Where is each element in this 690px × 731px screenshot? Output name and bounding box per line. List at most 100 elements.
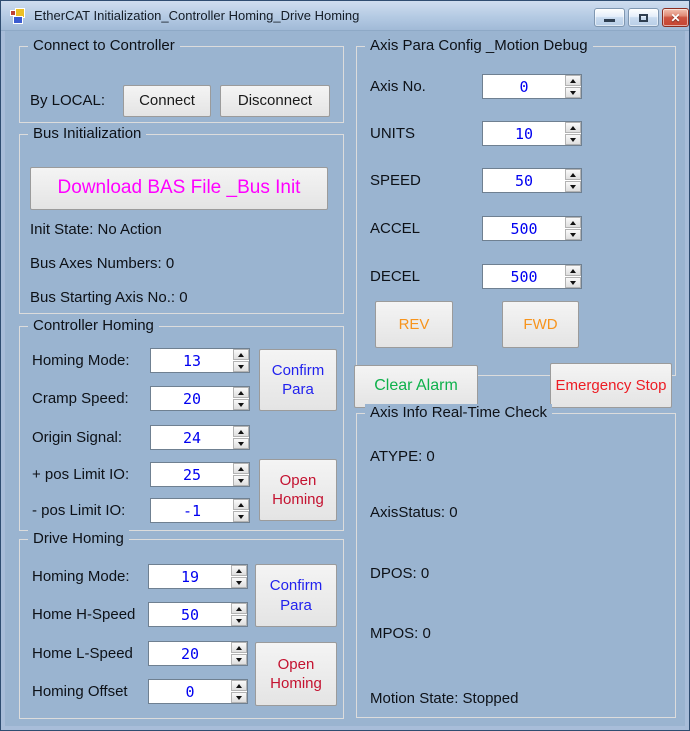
download-bas-button[interactable]: Download BAS File _Bus Init (30, 167, 328, 210)
cramp-speed-spinner[interactable]: 20 (150, 386, 250, 411)
arrow-up-icon (236, 645, 242, 650)
spin-up-button[interactable] (565, 265, 581, 276)
spin-up-button[interactable] (565, 169, 581, 180)
spin-up-button[interactable] (231, 680, 247, 691)
bus-axes-numbers-text: Bus Axes Numbers: 0 (30, 255, 175, 272)
disconnect-button[interactable]: Disconnect (220, 85, 330, 117)
close-icon: ✕ (670, 10, 681, 25)
numeric-value[interactable]: 24 (182, 428, 202, 447)
spin-down-button[interactable] (565, 87, 581, 98)
spin-down-button[interactable] (233, 511, 249, 522)
spin-up-button[interactable] (565, 75, 581, 86)
home-l-speed-label: Home L-Speed (32, 645, 133, 662)
numeric-value[interactable]: 20 (182, 389, 202, 408)
numeric-value[interactable]: 500 (510, 219, 538, 238)
drive-confirm-para-button[interactable]: Confirm Para (255, 564, 337, 627)
arrow-down-icon (236, 657, 242, 662)
spin-down-button[interactable] (231, 692, 247, 703)
spin-up-button[interactable] (233, 463, 249, 474)
spin-down-button[interactable] (233, 361, 249, 372)
spin-down-button[interactable] (231, 615, 247, 626)
numeric-value[interactable]: 25 (182, 465, 202, 484)
units-spinner[interactable]: 10 (482, 121, 582, 146)
decel-spinner[interactable]: 500 (482, 264, 582, 289)
axis-info-group: Axis Info Real-Time Check ATYPE: 0 AxisS… (356, 404, 676, 718)
numeric-value[interactable]: 10 (514, 124, 534, 143)
numeric-value[interactable]: 0 (185, 682, 195, 701)
spin-up-button[interactable] (233, 426, 249, 437)
pos-limit-plus-spinner[interactable]: 25 (150, 462, 250, 487)
spin-up-button[interactable] (233, 499, 249, 510)
origin-signal-spinner[interactable]: 24 (150, 425, 250, 450)
spin-down-button[interactable] (233, 438, 249, 449)
spin-up-button[interactable] (233, 349, 249, 360)
spin-up-button[interactable] (565, 217, 581, 228)
maximize-button[interactable] (628, 8, 659, 27)
emergency-stop-button[interactable]: Emergency Stop (550, 363, 672, 408)
spin-down-button[interactable] (565, 181, 581, 192)
accel-label: ACCEL (370, 220, 421, 237)
arrow-down-icon (570, 184, 576, 189)
drive-open-homing-button[interactable]: Open Homing (255, 642, 337, 706)
connect-group: Connect to Controller By LOCAL: Connect … (19, 37, 344, 123)
fwd-button[interactable]: FWD (502, 301, 579, 348)
home-h-speed-spinner[interactable]: 50 (148, 602, 248, 627)
init-state-text: Init State: No Action (30, 221, 162, 238)
clear-alarm-button[interactable]: Clear Alarm (354, 365, 478, 408)
spin-up-button[interactable] (231, 565, 247, 576)
home-l-speed-spinner[interactable]: 20 (148, 641, 248, 666)
speed-spinner[interactable]: 50 (482, 168, 582, 193)
connect-group-title: Connect to Controller (28, 37, 180, 54)
controller-confirm-para-button[interactable]: Confirm Para (259, 349, 337, 411)
spin-down-button[interactable] (565, 229, 581, 240)
numeric-value[interactable]: 20 (180, 644, 200, 663)
speed-label: SPEED (370, 172, 421, 189)
minimize-icon (604, 19, 615, 22)
by-local-label: By LOCAL: (30, 92, 106, 109)
spin-down-button[interactable] (233, 399, 249, 410)
controller-open-homing-button[interactable]: Open Homing (259, 459, 337, 521)
arrow-up-icon (570, 78, 576, 83)
pos-limit-minus-spinner[interactable]: -1 (150, 498, 250, 523)
connect-button[interactable]: Connect (123, 85, 211, 117)
minimize-button[interactable] (594, 8, 625, 27)
motion-state-text: Motion State: Stopped (370, 690, 519, 707)
numeric-value[interactable]: 0 (519, 77, 529, 96)
spin-down-button[interactable] (231, 654, 247, 665)
numeric-value[interactable]: -1 (182, 501, 202, 520)
spin-down-button[interactable] (233, 475, 249, 486)
numeric-value[interactable]: 50 (514, 171, 534, 190)
app-icon (10, 7, 25, 24)
spin-up-button[interactable] (233, 387, 249, 398)
numeric-value[interactable]: 50 (180, 605, 200, 624)
numeric-value[interactable]: 13 (182, 351, 202, 370)
numeric-value[interactable]: 19 (180, 567, 200, 586)
window-title: EtherCAT Initialization_Controller Homin… (34, 8, 360, 23)
spin-down-button[interactable] (231, 577, 247, 588)
axis-no-spinner[interactable]: 0 (482, 74, 582, 99)
arrow-down-icon (570, 137, 576, 142)
axis-info-group-title: Axis Info Real-Time Check (365, 404, 552, 421)
arrow-up-icon (570, 220, 576, 225)
spin-down-button[interactable] (565, 134, 581, 145)
arrow-down-icon (570, 280, 576, 285)
rev-button[interactable]: REV (375, 301, 453, 348)
homing-mode-spinner[interactable]: 13 (150, 348, 250, 373)
arrow-up-icon (236, 606, 242, 611)
homing-offset-spinner[interactable]: 0 (148, 679, 248, 704)
arrow-up-icon (236, 568, 242, 573)
spin-up-button[interactable] (231, 642, 247, 653)
arrow-up-icon (238, 429, 244, 434)
numeric-value[interactable]: 500 (510, 267, 538, 286)
arrow-up-icon (236, 683, 242, 688)
spin-down-button[interactable] (565, 277, 581, 288)
drive-homing-mode-spinner[interactable]: 19 (148, 564, 248, 589)
spin-up-button[interactable] (565, 122, 581, 133)
title-bar[interactable]: EtherCAT Initialization_Controller Homin… (1, 1, 689, 31)
arrow-up-icon (238, 502, 244, 507)
close-button[interactable]: ✕ (662, 8, 689, 27)
bus-init-group: Bus Initialization Download BAS File _Bu… (19, 125, 344, 314)
arrow-down-icon (238, 478, 244, 483)
spin-up-button[interactable] (231, 603, 247, 614)
accel-spinner[interactable]: 500 (482, 216, 582, 241)
